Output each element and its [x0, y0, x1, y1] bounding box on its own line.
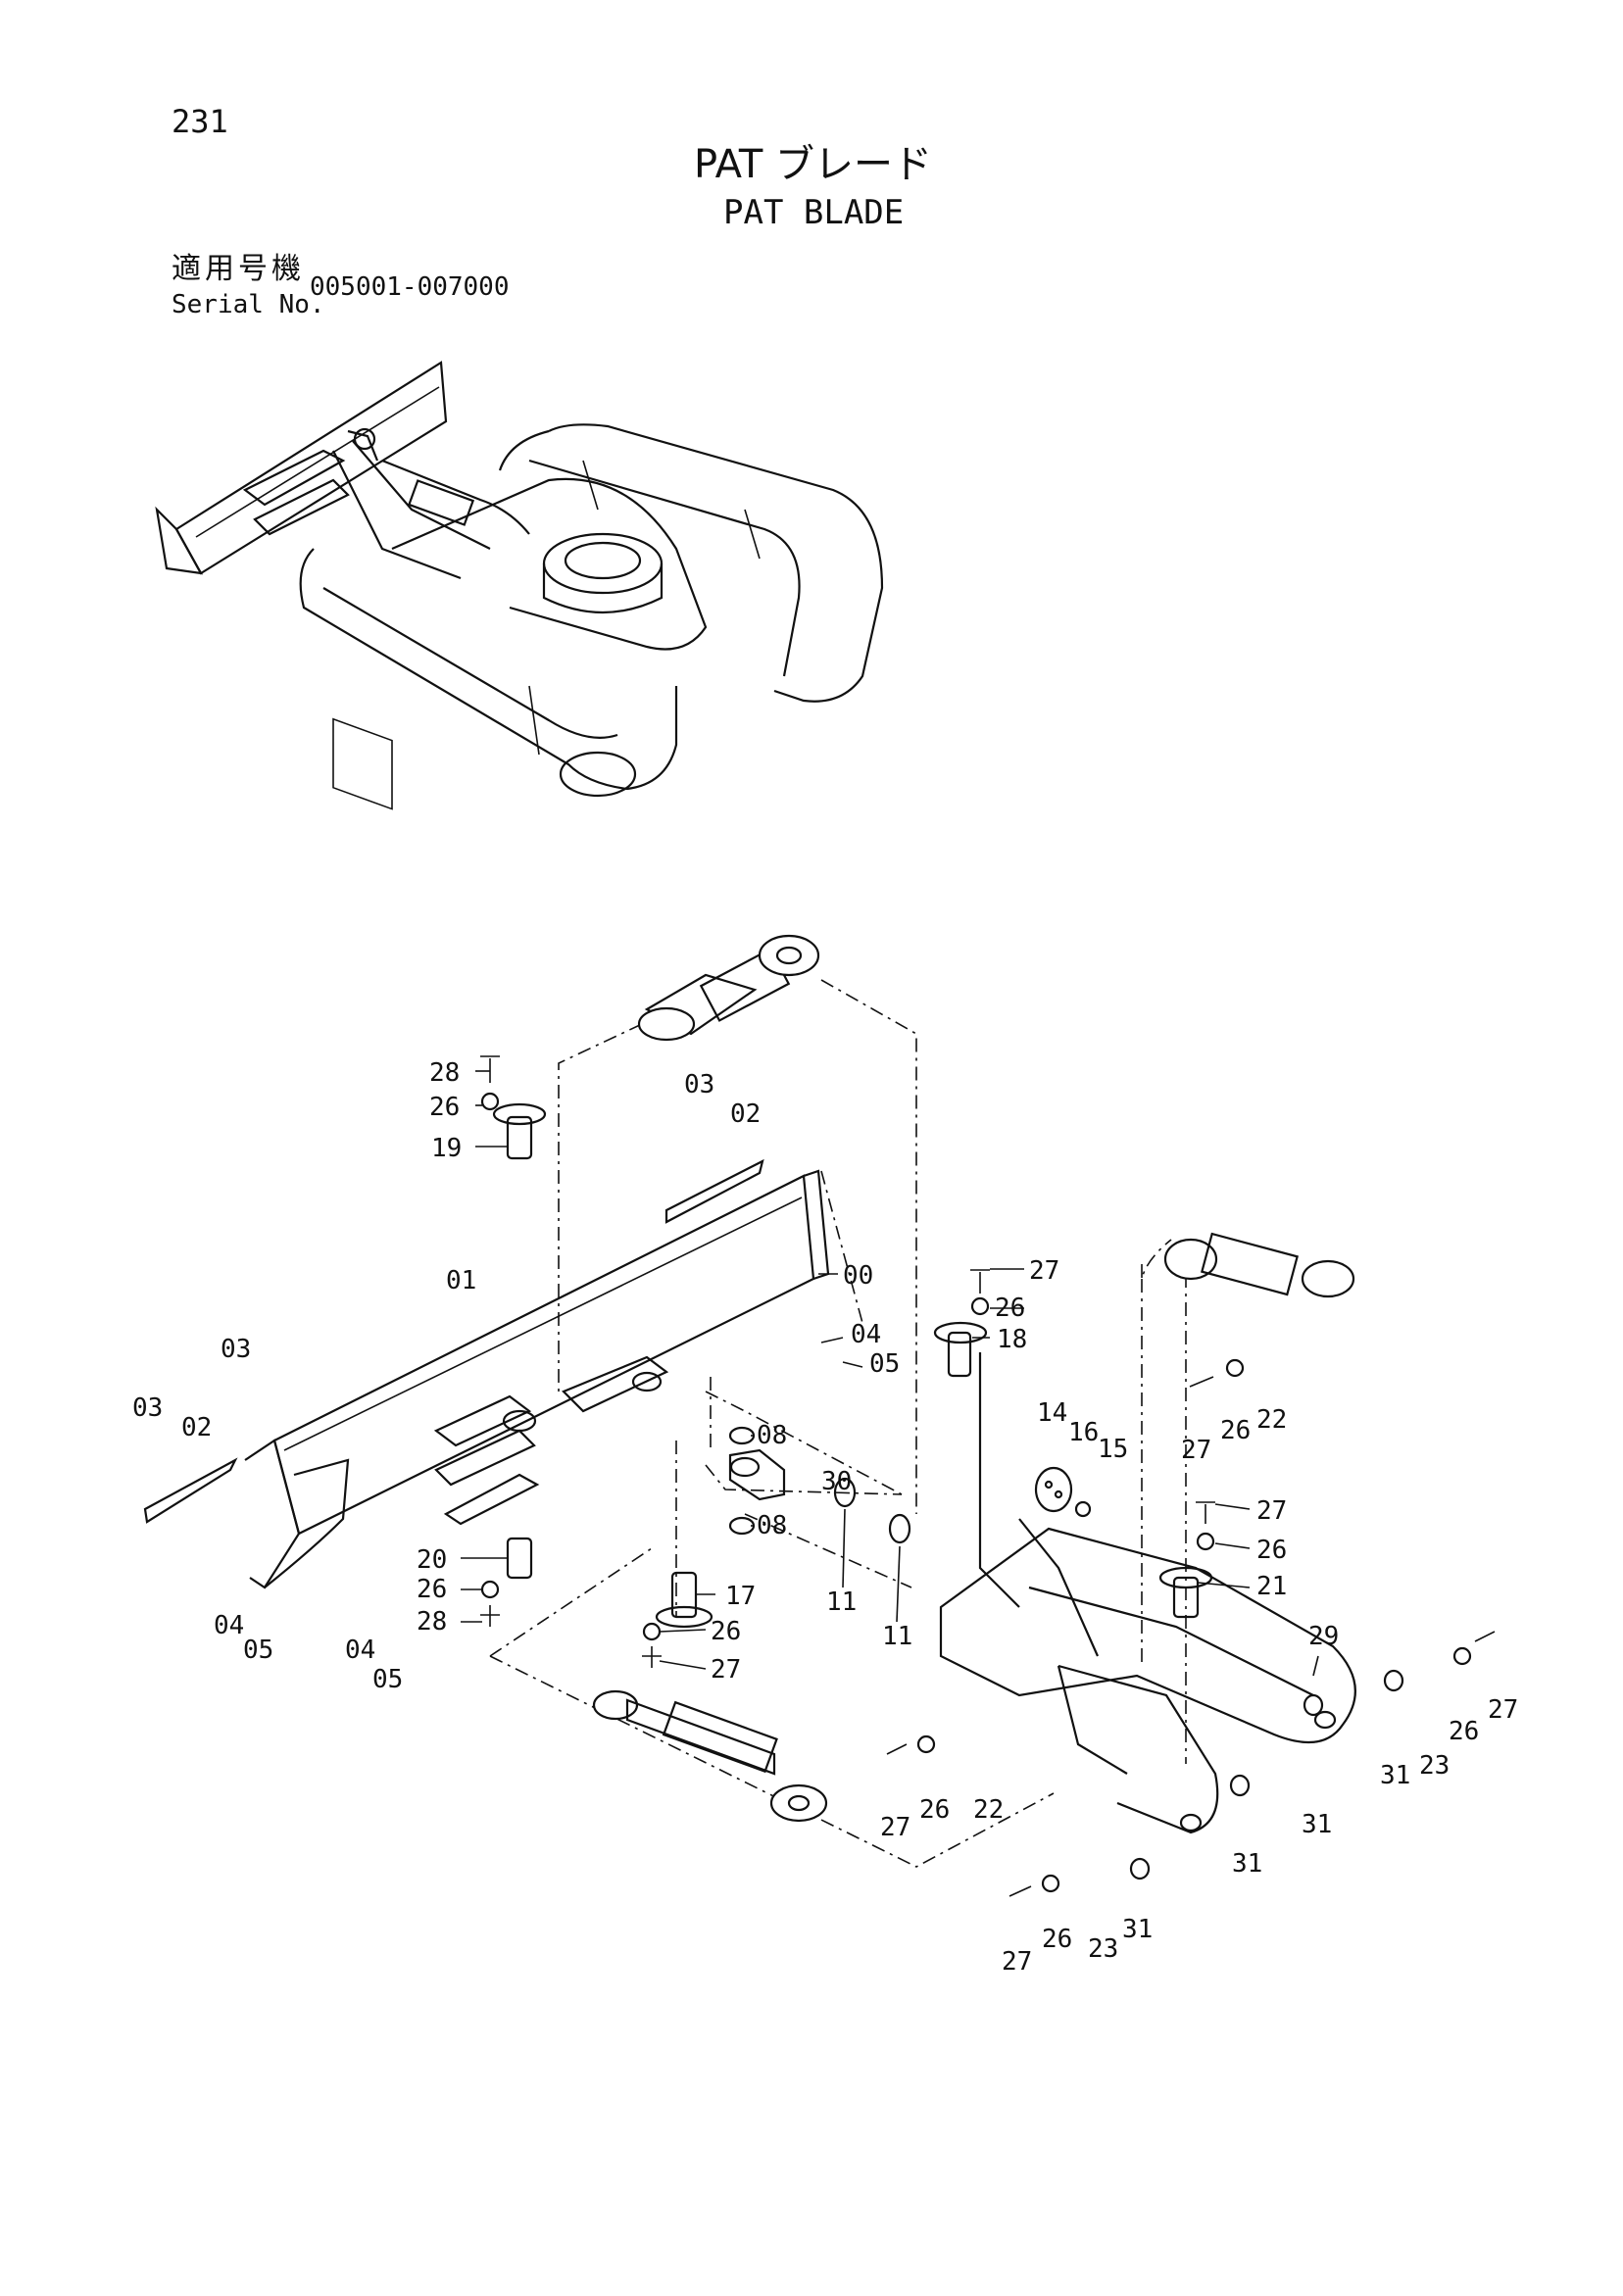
callout-30: 30 [821, 1467, 852, 1496]
callout-03: 03 [221, 1335, 251, 1364]
callout-11: 11 [882, 1622, 912, 1651]
callout-26: 26 [711, 1617, 741, 1646]
page-title-japanese: PAT ブレード [694, 142, 932, 187]
callout-31: 31 [1232, 1849, 1262, 1879]
callout-26: 26 [919, 1795, 950, 1825]
leader-lines [461, 1070, 1319, 1677]
callout-15: 15 [1098, 1435, 1128, 1464]
callout-03: 03 [132, 1393, 163, 1423]
callout-05: 05 [372, 1665, 403, 1694]
callout-23: 23 [1088, 1934, 1118, 1964]
callout-27: 27 [1181, 1436, 1211, 1465]
callout-27: 27 [1256, 1496, 1287, 1526]
callout-22: 22 [973, 1795, 1004, 1825]
callout-26: 26 [417, 1575, 447, 1604]
callout-31: 31 [1122, 1915, 1153, 1944]
callout-04: 04 [214, 1611, 244, 1640]
callout-31: 31 [1302, 1810, 1332, 1839]
callout-19: 19 [431, 1134, 462, 1163]
callout-31: 31 [1380, 1761, 1410, 1790]
callout-17: 17 [725, 1582, 756, 1611]
overview-illustration [155, 361, 884, 810]
callout-20: 20 [417, 1545, 447, 1575]
callout-26: 26 [1449, 1717, 1479, 1746]
callout-26: 26 [1256, 1536, 1287, 1565]
callout-02: 02 [181, 1413, 212, 1442]
callout-23: 23 [1419, 1751, 1450, 1781]
page-number: 231 [172, 103, 228, 140]
callout-28: 28 [429, 1058, 460, 1088]
callout-labels: 00 01 02 02 03 03 03 04 04 04 05 05 05 0… [132, 1058, 1518, 1977]
callout-16: 16 [1068, 1418, 1099, 1447]
callout-28: 28 [417, 1607, 447, 1637]
callout-05: 05 [243, 1636, 273, 1665]
callout-22: 22 [1256, 1405, 1287, 1435]
callout-27: 27 [1029, 1256, 1059, 1286]
page-title-english: PAT BLADE [723, 193, 905, 232]
callout-00: 00 [843, 1261, 873, 1291]
callout-03: 03 [684, 1070, 714, 1099]
callout-14: 14 [1037, 1398, 1067, 1428]
callout-27: 27 [880, 1813, 910, 1842]
serial-label-english: Serial No. [172, 290, 325, 319]
callout-29: 29 [1308, 1622, 1339, 1651]
callout-04: 04 [345, 1636, 375, 1665]
callout-08: 08 [757, 1421, 787, 1450]
callout-01: 01 [446, 1266, 476, 1295]
callout-27: 27 [711, 1655, 741, 1685]
callout-21: 21 [1256, 1572, 1287, 1601]
callout-11: 11 [826, 1588, 857, 1617]
callout-04: 04 [851, 1320, 881, 1349]
callout-05: 05 [869, 1349, 900, 1379]
serial-label-japanese: 適用号機 [172, 252, 305, 286]
callout-27: 27 [1488, 1695, 1518, 1725]
callout-18: 18 [997, 1325, 1027, 1354]
parts-line-art [143, 934, 1496, 1897]
callout-26: 26 [1220, 1416, 1251, 1445]
callout-02: 02 [730, 1099, 761, 1129]
serial-range: 005001-007000 [310, 272, 510, 302]
callout-26: 26 [1042, 1925, 1072, 1954]
callout-27: 27 [1002, 1947, 1032, 1977]
callout-26: 26 [429, 1093, 460, 1122]
callout-08: 08 [757, 1511, 787, 1540]
assembly-lines [489, 979, 1187, 1868]
